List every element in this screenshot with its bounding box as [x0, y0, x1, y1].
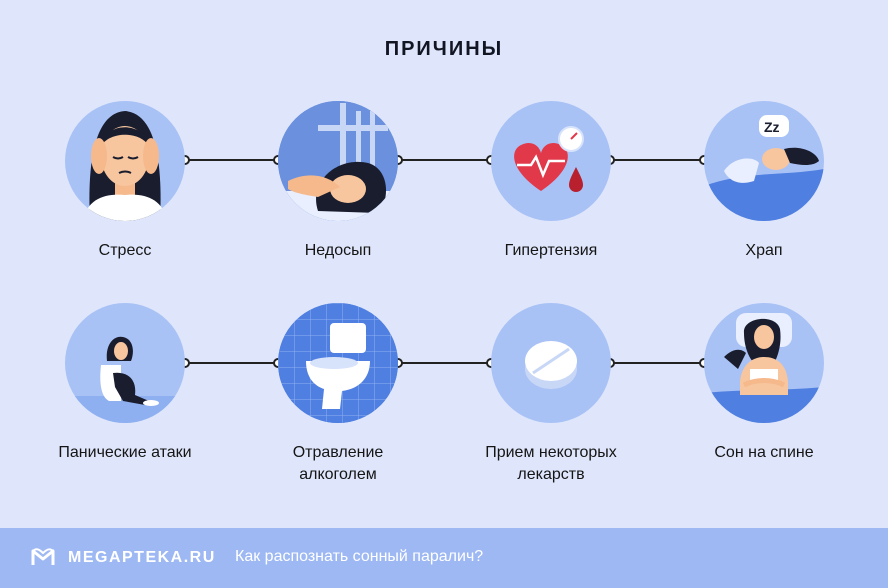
heart-pressure-icon [491, 101, 611, 221]
stressed-woman-icon [65, 101, 185, 221]
footer-bar: MEGAPTEKA.RU Как распознать сонный парал… [0, 528, 888, 588]
brand-name: MEGAPTEKA.RU [68, 549, 216, 566]
megapteka-logo-icon [30, 546, 56, 573]
page-title: ПРИЧИНЫ [384, 38, 504, 60]
svg-text:Zz: Zz [764, 119, 780, 135]
panic-woman-icon [65, 303, 185, 423]
cause-label-alcohol-poisoning: Отравление алкоголем [292, 444, 384, 483]
pill-icon [491, 303, 611, 423]
toilet-icon [278, 303, 398, 423]
cause-label-hypertension: Гипертензия [504, 242, 598, 259]
sleeping-woman-icon [278, 101, 398, 221]
cause-label-snoring: Храп [745, 242, 783, 259]
connector-line [398, 362, 491, 364]
connector-line [610, 362, 704, 364]
cause-label-panic-attacks: Панические атаки [58, 444, 192, 461]
cause-label-sleeping-on-back: Сон на спине [714, 444, 814, 461]
connector-line [398, 159, 491, 161]
woman-on-back-icon [704, 303, 824, 423]
article-link[interactable]: Как распознать сонный паралич? [235, 548, 484, 565]
cause-label-medication: Прием некоторых лекарств [485, 444, 617, 483]
cause-label-stress: Стресс [98, 242, 152, 259]
cause-label-sleep-deprivation: Недосып [304, 242, 372, 259]
connector-line [610, 159, 704, 161]
connector-line [185, 362, 278, 364]
connector-line [185, 159, 278, 161]
snoring-man-icon: Zz [704, 101, 824, 221]
